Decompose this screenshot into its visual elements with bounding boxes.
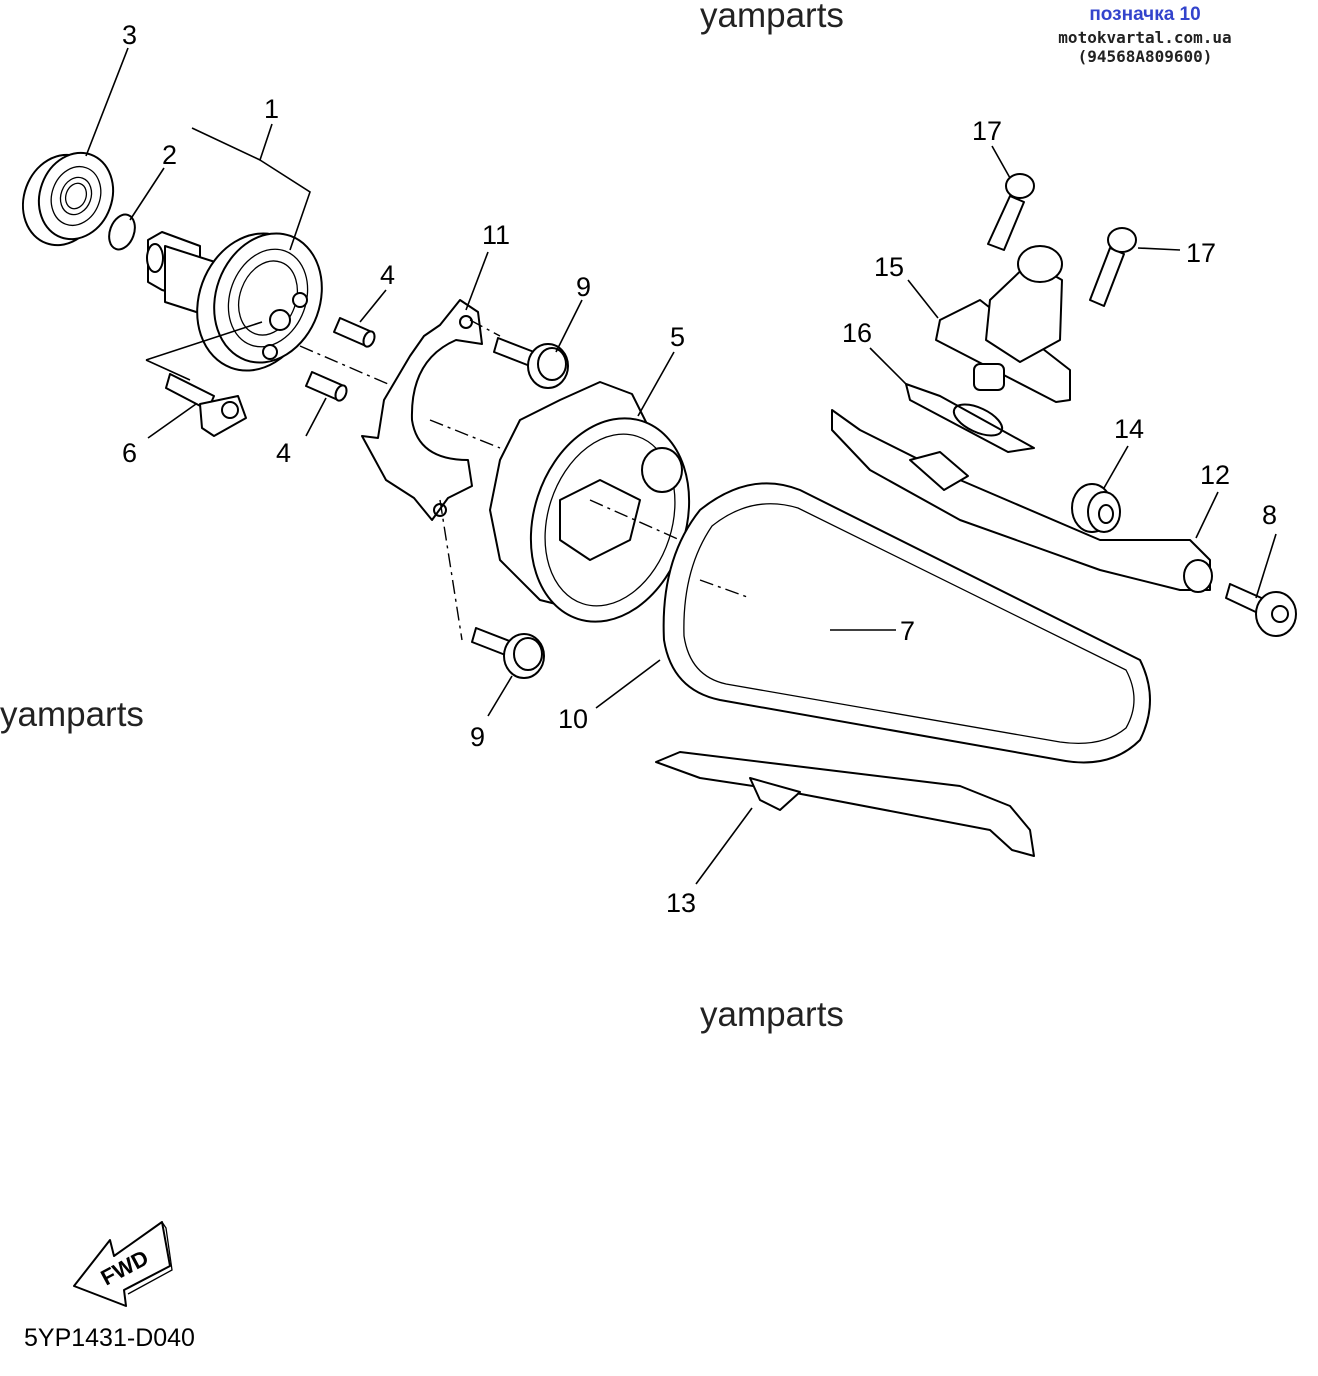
centerline [699,579,751,599]
callout-number: 10 [558,704,588,734]
callout-number: 17 [972,116,1002,146]
leader-line [1255,533,1277,599]
flange-bolt-part [471,627,545,679]
centerline [429,419,501,449]
callout-number: 4 [380,260,395,290]
leader-line [1137,247,1181,251]
callout-number: 6 [122,438,137,468]
leader-line [145,321,263,381]
leader-line [869,347,907,385]
callout-number: 2 [162,140,177,170]
centerline [439,499,463,641]
watermark: yamparts [0,695,144,734]
cam-sprocket-part [489,381,691,623]
cam-chain-part [662,482,1151,764]
bearing-part [21,151,115,247]
callout-number: 8 [1262,500,1277,530]
collar-part [1071,483,1121,533]
leader-line [555,299,583,353]
callout-number: 7 [900,616,915,646]
centerline [299,345,389,385]
callout-number: 9 [576,272,591,302]
callout-number: 14 [1114,414,1144,444]
dowel-pin-part [305,371,348,402]
retainer-plate-part [361,299,483,521]
callout-number: 12 [1200,460,1230,490]
chain-guide-part [655,751,1035,857]
leader-line [259,159,311,251]
leader-line [991,145,1011,179]
leader-line [129,167,165,221]
callout-number: 13 [666,888,696,918]
tensioner-guide-part [831,409,1213,593]
shaft-assembly-part [146,231,323,372]
o-ring-part [108,213,136,251]
leader-line [85,47,129,157]
callout-number: 1 [264,94,279,124]
dowel-pin-part [333,317,376,348]
gasket-part [905,383,1035,453]
leader-line [1195,491,1219,539]
callout-number: 4 [276,438,291,468]
tensioner-bolt-part [1089,227,1137,307]
leader-line [191,123,273,162]
callout-number: 11 [482,220,510,250]
callout-number: 3 [122,20,137,50]
tensioner-bolt-part [987,173,1035,251]
centerline [469,319,501,337]
forward-direction-arrow: FWD [73,1221,173,1307]
leader-line [465,251,489,311]
leader-line [907,279,939,319]
callout-number: 15 [874,252,904,282]
guide-bolt-part [1225,583,1297,637]
pin-part [165,373,247,437]
watermark: yamparts [700,995,844,1034]
leader-line [695,807,753,885]
leader-line [1103,445,1129,489]
flange-bolt-part [493,337,569,389]
leader-line [487,675,513,717]
centerline [589,499,681,541]
chain-tensioner-part [935,245,1071,403]
diagram-code: 5YP1431-D040 [24,1324,195,1352]
leader-line [637,351,675,417]
callout-number: 5 [670,322,685,352]
watermark: yamparts [700,0,844,35]
leader-line [147,403,197,439]
leader-line [595,659,661,709]
site-label: motokvartal.com.ua (94568A809600) [1058,28,1232,66]
leader-line [359,289,387,323]
callout-number: 17 [1186,238,1216,268]
leader-line [305,397,327,437]
reference-label: позначка 10 [1089,4,1201,25]
callout-number: 16 [842,318,872,348]
callout-number: 9 [470,722,485,752]
